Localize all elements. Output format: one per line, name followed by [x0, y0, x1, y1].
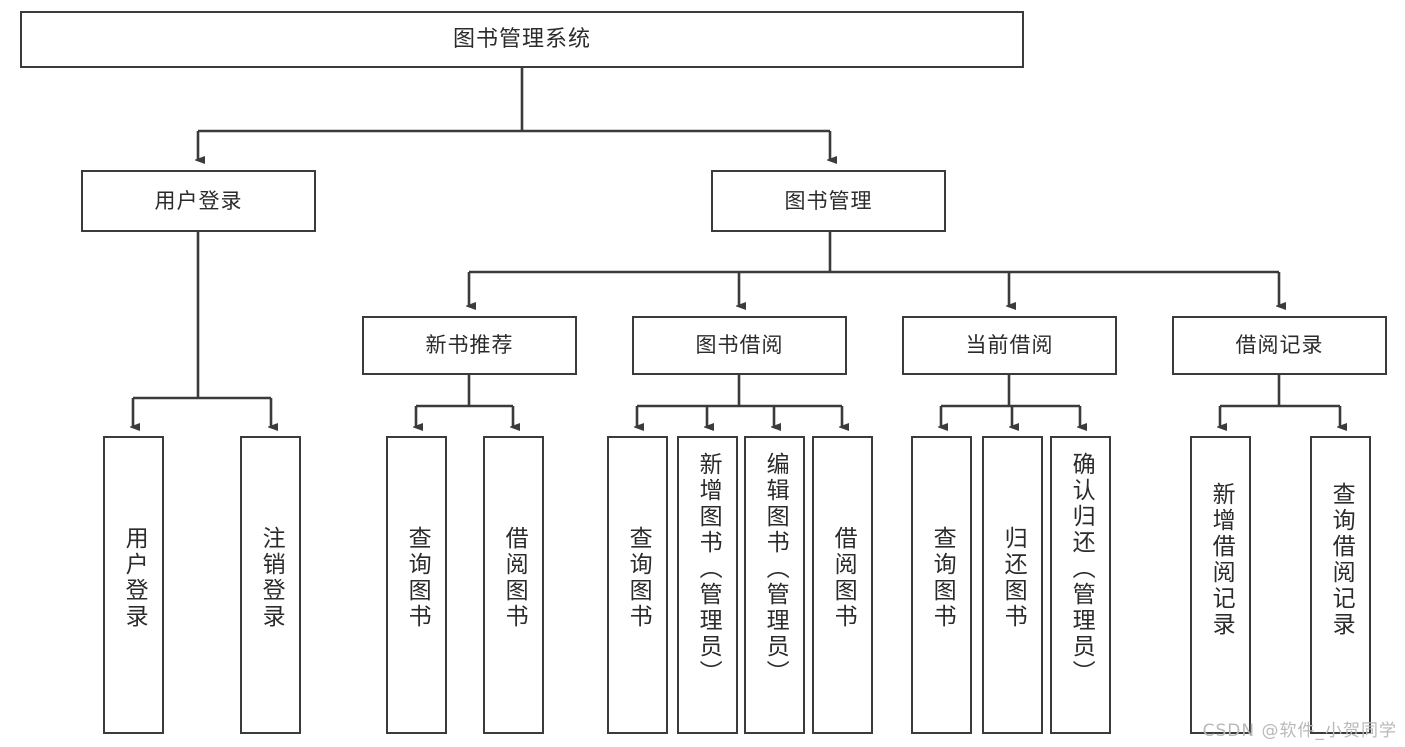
node-user-login[interactable]: 用户登录: [81, 170, 316, 232]
node-leaf-user-logout[interactable]: 注销登录: [240, 436, 301, 734]
node-leaf-query-book-recommend[interactable]: 查询图书: [386, 436, 447, 734]
node-label: 用户登录: [154, 188, 243, 213]
node-leaf-user-login[interactable]: 用户登录: [103, 436, 164, 734]
node-leaf-edit-book-admin[interactable]: 编辑图书（管理员）: [744, 436, 805, 734]
node-label: 编辑图书（管理员）: [762, 452, 789, 686]
node-leaf-query-borrow-record[interactable]: 查询借阅记录: [1310, 436, 1371, 734]
node-leaf-query-book-borrow[interactable]: 查询图书: [607, 436, 668, 734]
node-leaf-return-book[interactable]: 归还图书: [982, 436, 1043, 734]
node-label: 图书借阅: [695, 333, 784, 358]
node-label: 查询借阅记录: [1328, 482, 1355, 638]
node-leaf-add-book-admin[interactable]: 新增图书（管理员）: [677, 436, 738, 734]
node-new-book-recommend[interactable]: 新书推荐: [362, 316, 577, 375]
node-borrow-record[interactable]: 借阅记录: [1172, 316, 1387, 375]
node-label: 借阅图书: [830, 526, 857, 630]
node-current-borrow[interactable]: 当前借阅: [902, 316, 1117, 375]
node-leaf-borrow-book-recommend[interactable]: 借阅图书: [483, 436, 544, 734]
node-label: 图书管理: [784, 188, 873, 213]
node-label: 新增图书（管理员）: [695, 452, 722, 686]
node-label: 借阅图书: [501, 526, 528, 630]
node-label: 图书管理系统: [452, 26, 591, 52]
node-system-root[interactable]: 图书管理系统: [20, 11, 1024, 68]
node-label: 当前借阅: [965, 333, 1054, 358]
node-label: 新书推荐: [425, 333, 514, 358]
node-leaf-confirm-return-admin[interactable]: 确认归还（管理员）: [1050, 436, 1111, 734]
node-leaf-query-book-current[interactable]: 查询图书: [911, 436, 972, 734]
node-leaf-borrow-book[interactable]: 借阅图书: [812, 436, 873, 734]
node-label: 查询图书: [404, 526, 431, 630]
node-book-borrow[interactable]: 图书借阅: [632, 316, 847, 375]
node-leaf-add-borrow-record[interactable]: 新增借阅记录: [1190, 436, 1251, 734]
node-label: 查询图书: [929, 526, 956, 630]
node-label: 用户登录: [121, 526, 148, 630]
node-label: 确认归还（管理员）: [1068, 452, 1095, 686]
node-book-management[interactable]: 图书管理: [711, 170, 946, 232]
node-label: 归还图书: [1000, 526, 1027, 630]
node-label: 借阅记录: [1235, 333, 1324, 358]
node-label: 新增借阅记录: [1208, 482, 1235, 638]
node-label: 注销登录: [258, 526, 285, 630]
node-label: 查询图书: [625, 526, 652, 630]
